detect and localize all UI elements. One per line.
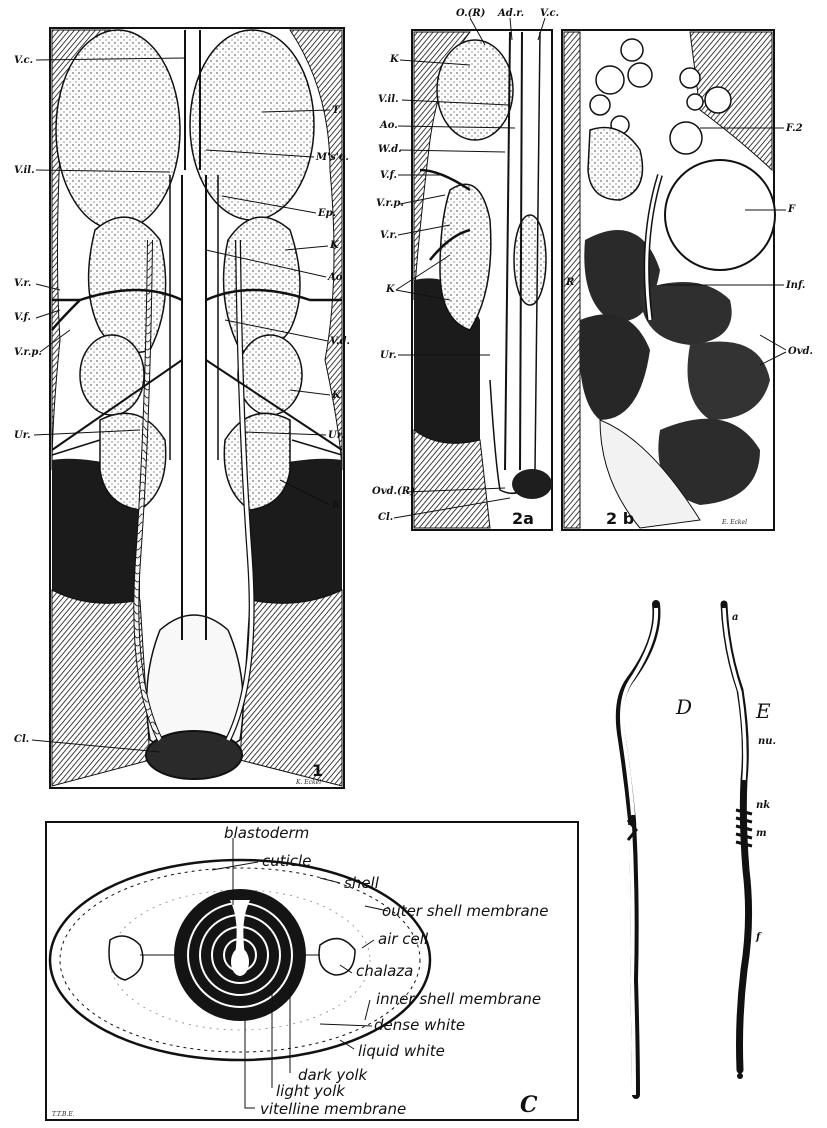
label-fig2a-ur: Ur.: [380, 350, 397, 361]
figure-1-number: 1: [312, 761, 323, 780]
label-fig1-ur-left: Ur.: [14, 430, 31, 441]
figure-e-letter: E: [755, 699, 771, 723]
label-fig-e-f: f: [755, 932, 762, 943]
label-fig2a-ad-r: Ad.r.: [497, 8, 524, 19]
fig2a-cloaca: [512, 469, 552, 499]
figure-2b: 2 b E. Eckel R F.2 F Inf. Ovd.: [562, 30, 813, 530]
label-liquid-white: liquid white: [358, 1042, 445, 1060]
figure-2b-number: 2 b: [606, 509, 634, 528]
label-fig2b-f2: F.2: [785, 123, 803, 134]
label-fig1-v-r: V.r.: [14, 278, 31, 289]
label-fig-e-nu: nu.: [758, 736, 776, 747]
label-fig2b-f: F: [787, 204, 796, 215]
label-fig2a-v-c: V.c.: [540, 8, 559, 19]
label-fig2a-v-r: V.r.: [380, 230, 397, 241]
label-fig1-ao: Ao.: [327, 272, 346, 283]
kidney-posterior-right: [224, 413, 290, 510]
figure-d-letter: D: [675, 695, 692, 719]
label-fig2b-inf: Inf.: [785, 280, 805, 291]
kidney-middle-left: [80, 335, 144, 415]
figure-1: 1 K. Eckel V.c. V.il. V.r. V.f. V.r.p. U…: [14, 28, 350, 788]
label-fig2b-r: R: [565, 277, 574, 288]
label-fig1-cl: Cl.: [14, 734, 29, 745]
label-fig1-v-r-p: V.r.p.: [14, 347, 42, 358]
label-fig1-ur-right: Ur.: [328, 430, 345, 441]
figure-1-signature: K. Eckel: [295, 779, 321, 786]
label-fig2a-v-il: V.il.: [378, 94, 399, 105]
label-cuticle: cuticle: [262, 852, 311, 870]
label-air-cell: air cell: [378, 930, 429, 948]
fig2a-kidney-right: [514, 215, 546, 305]
label-inner-shell-membrane: inner shell membrane: [376, 990, 541, 1008]
testis-left: [56, 30, 180, 230]
chalaza-right: [319, 939, 355, 975]
label-light-yolk: light yolk: [276, 1082, 346, 1100]
label-fig1-t: T.: [332, 105, 342, 116]
label-fig1-v-c: V.c.: [14, 55, 33, 66]
figure-c-signature: T.T.B.E.: [52, 1111, 75, 1118]
label-fig1-k1: K: [329, 240, 340, 251]
label-fig1-ep: Ep.: [317, 208, 336, 219]
label-fig2a-ao: Ao.: [379, 120, 398, 131]
figure-2a-number: 2a: [512, 509, 534, 528]
fig2b-large-follicle: [665, 160, 775, 270]
label-fig1-mso: M's'o.: [315, 152, 349, 163]
figure-d-sperm: D: [620, 604, 692, 1095]
label-fig2a-v-r-p: V.r.p.: [376, 198, 404, 209]
label-fig2a-cl: Cl.: [378, 512, 393, 523]
label-fig2a-o-r: O.(R): [456, 8, 486, 19]
label-fig1-v-f: V.f.: [14, 312, 31, 323]
label-fig1-v-d: V.d.: [330, 336, 350, 347]
label-dense-white: dense white: [374, 1016, 465, 1034]
label-fig-e-a: a: [732, 612, 738, 623]
kidney-posterior-left: [100, 413, 166, 510]
figure-c-letter: C: [520, 1092, 538, 1118]
label-fig1-k2: K: [331, 390, 342, 401]
label-chalaza: chalaza: [356, 962, 413, 980]
label-vitelline-membrane: vitelline membrane: [260, 1100, 406, 1118]
label-fig-e-nk: nk: [756, 800, 770, 811]
kidney-anterior-right: [224, 217, 300, 352]
figure-c-egg: blastoderm cuticle shell outer shell mem…: [46, 822, 578, 1120]
kidney-anterior-left: [89, 217, 166, 352]
label-shell: shell: [344, 874, 380, 892]
label-fig2a-v-f: V.f.: [380, 170, 397, 181]
label-fig2a-w-d: W.d.: [378, 144, 402, 155]
label-fig-e-m: m: [756, 828, 767, 839]
label-blastoderm: blastoderm: [224, 824, 309, 842]
label-fig2a-k2: K: [385, 284, 396, 295]
fig2a-ovary: [437, 40, 513, 140]
label-fig1-k3: K: [331, 500, 342, 511]
figure-2a: 2a O.(R) Ad.r. V.c. K V.il. Ao. W.d. V.f…: [372, 8, 559, 530]
testis-right: [190, 30, 314, 220]
figure-e-sperm: E a nu. nk m f: [724, 604, 776, 1079]
label-fig2b-ovd: Ovd.: [788, 346, 813, 357]
label-fig1-v-il: V.il.: [14, 165, 35, 176]
fig2a-kidney: [440, 184, 491, 330]
figure-2b-signature: E. Eckel: [721, 519, 747, 526]
label-outer-shell-membrane: outer shell membrane: [382, 902, 548, 920]
label-fig2a-k1: K: [389, 54, 400, 65]
